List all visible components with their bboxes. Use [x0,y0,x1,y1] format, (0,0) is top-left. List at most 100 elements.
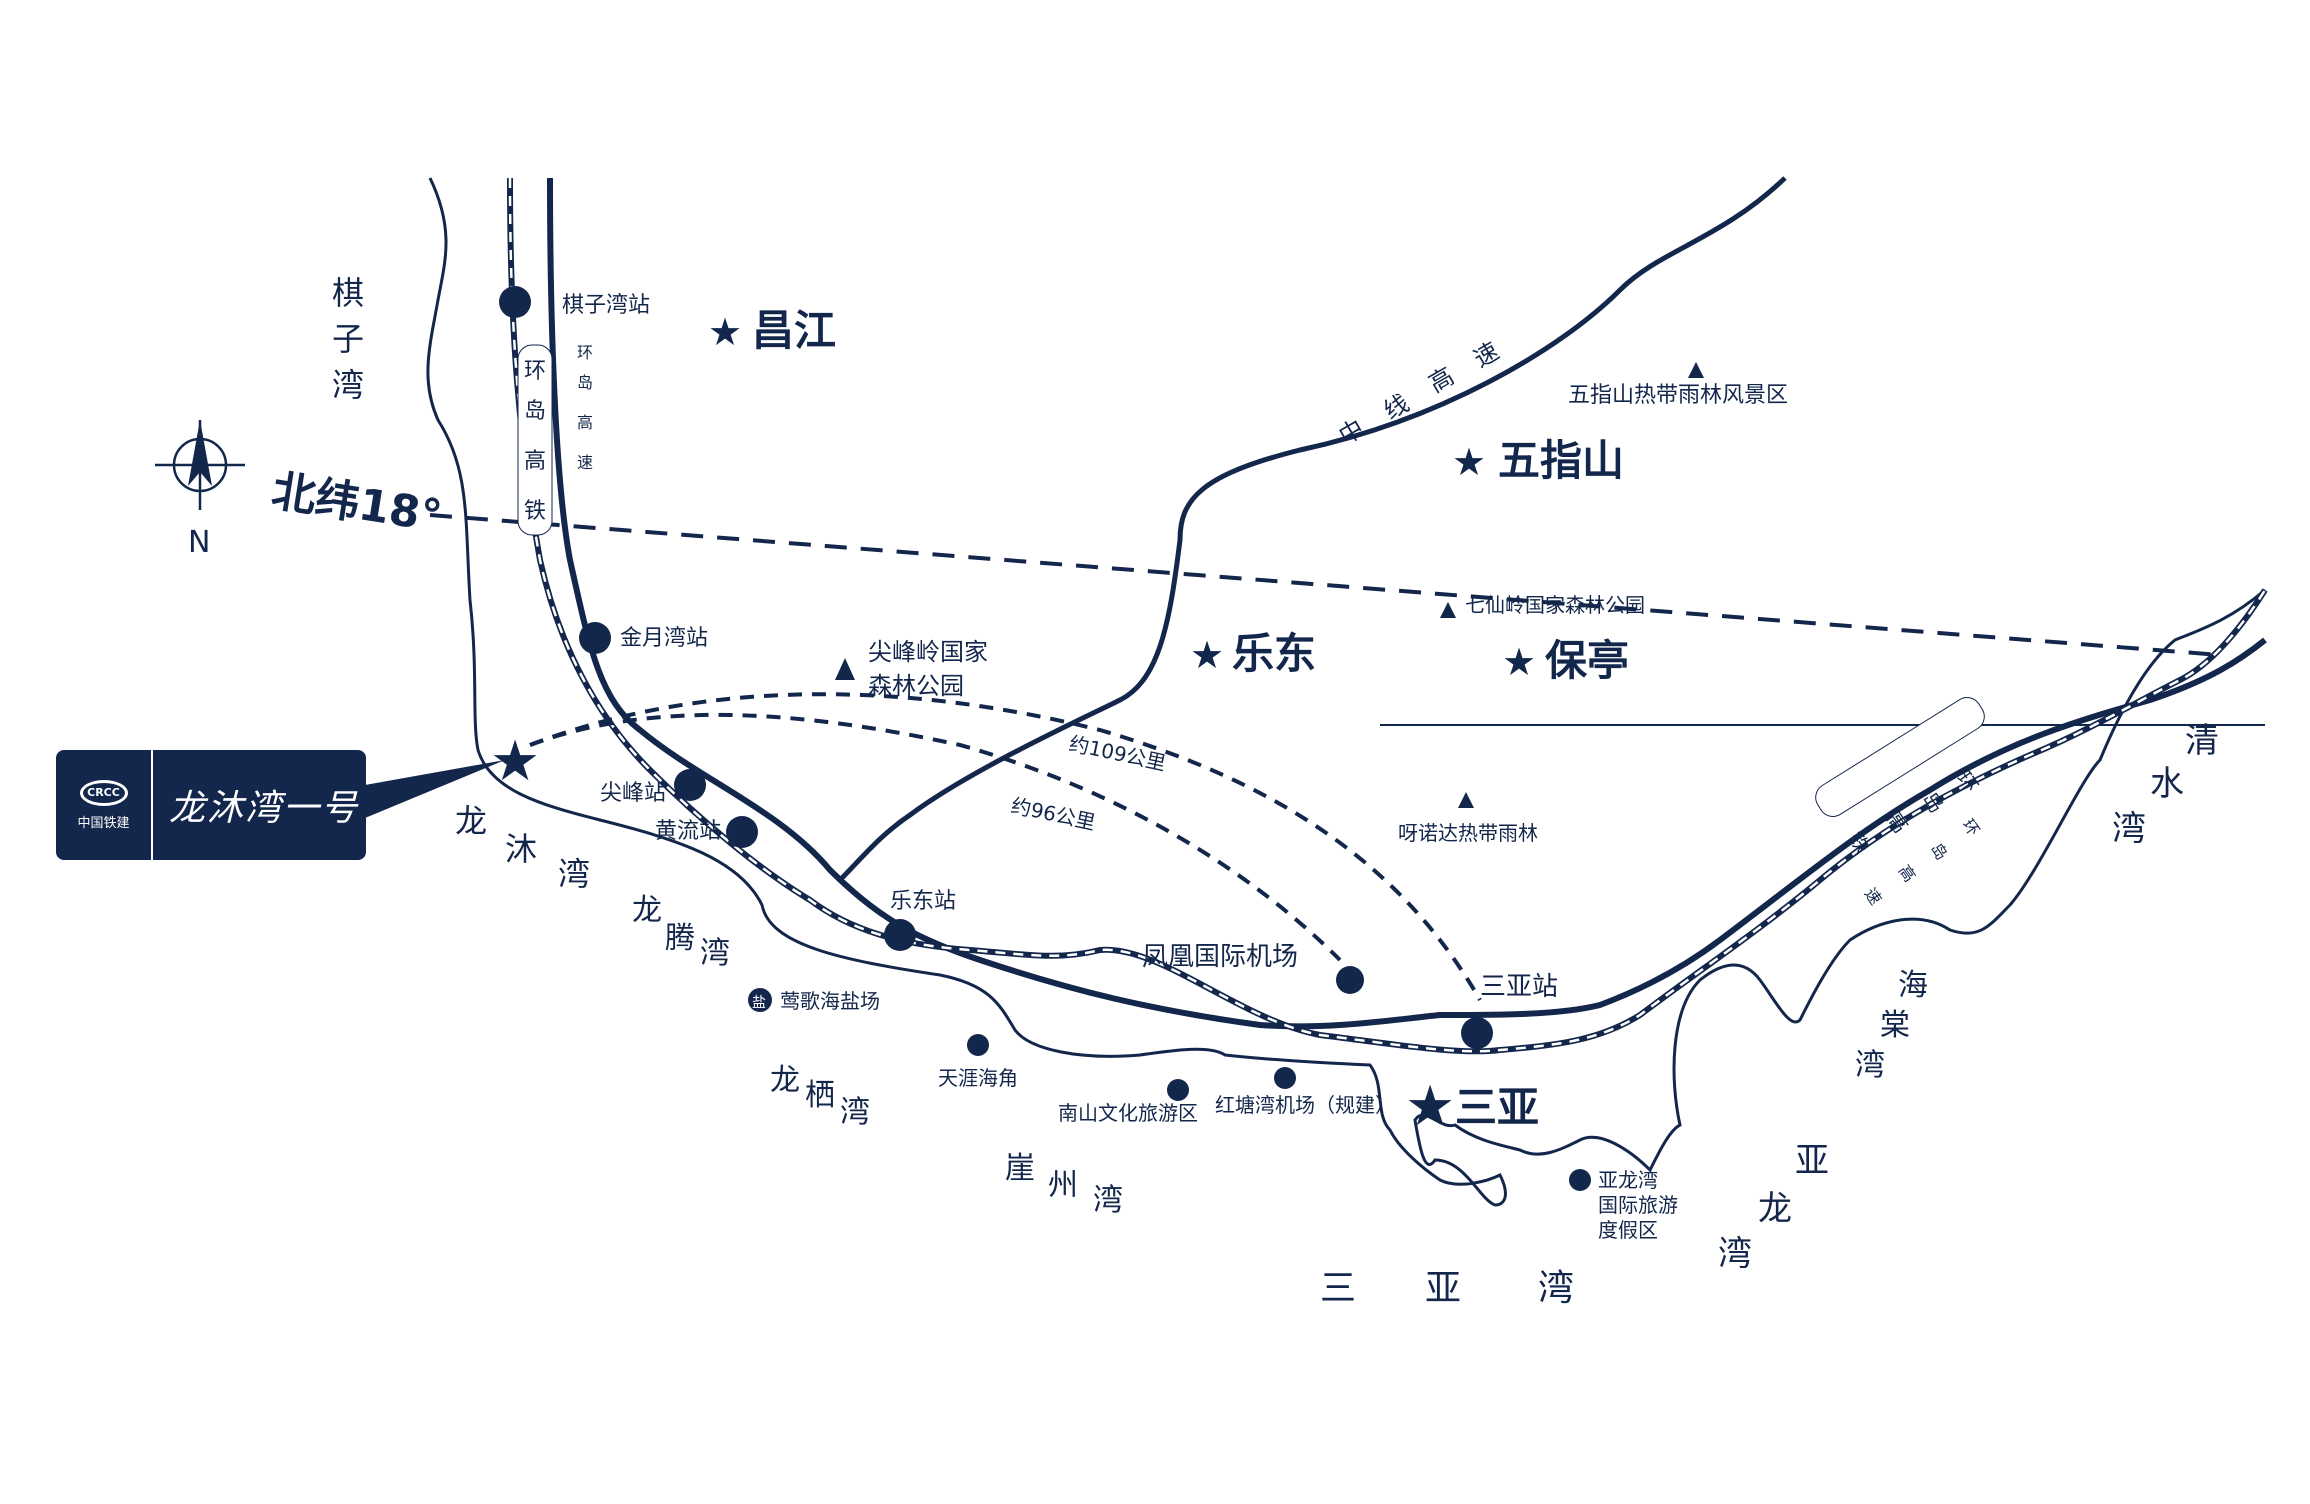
route-char: 环 [577,343,593,362]
route-char: 环 [1959,815,1984,839]
ring-hsr-track [507,177,2268,1055]
route-char: 高 [1424,362,1459,398]
scenic-tianya: 天涯海角 [938,1066,1018,1090]
bay-yazhouwan: 崖 [1005,1151,1035,1186]
route-expressway-east-label: 环 岛 高 速 [1861,815,1984,908]
scenic-yalong-1: 亚龙湾 [1598,1168,1658,1192]
latitude-label: 北纬18° [268,465,445,542]
star-icon: ★ [708,310,742,354]
distance-arc-airport [529,712,1342,962]
developer-logo: CRCC 中国铁建 [56,750,153,860]
station-markers: 棋子湾站 金月湾站 尖峰站 黄流站 乐东站 三亚站 [499,286,1558,1049]
route-char: 中 [1334,414,1369,450]
route-char: 铁 [1844,827,1875,857]
city-markers: 昌江 五指山 乐东 保亭 三亚 [752,306,1629,1132]
scenic-yanoda: 呀诺达热带雨林 [1398,821,1538,845]
bay-haitangwan: 海 [1898,968,1928,1003]
bay-yalongwan: 龙 [1758,1189,1792,1229]
train-icon [884,919,916,951]
compass-label: N [188,525,210,560]
station-huangliu: 黄流站 [655,819,721,844]
scenic-yalong-3: 度假区 [1598,1218,1658,1242]
route-char: 岛 [1927,839,1952,863]
bay-qingshuiwan: 清 [2185,721,2219,761]
bay-longmuwan: 沐 [505,830,537,868]
bay-sanyawan: 湾 [1538,1268,1574,1309]
mountain-icon [1458,792,1474,808]
airplane-icon [1336,966,1364,994]
bay-labels: 棋 子 湾 龙 沐 湾 龙 腾 湾 龙 栖 湾 崖 州 湾 三 亚 湾 亚 龙 … [332,274,2219,1309]
bay-yalongwan: 湾 [1718,1234,1752,1274]
distance-to-sanya: 约109公里 [1067,731,1168,775]
station-ledong: 乐东站 [890,889,956,914]
bay-longmuwan: 龙 [455,802,487,840]
bay-longtengwan: 龙 [632,893,662,928]
bay-longqiwan: 栖 [805,1078,835,1113]
route-char: 岛 [577,373,593,392]
route-central-label: 中 线 高 速 [1334,337,1504,450]
route-char: 速 [1861,884,1886,908]
project-name: 龙沐湾一号 [169,788,360,829]
bay-qingshuiwan: 湾 [2112,809,2146,849]
route-char: 高 [524,449,546,474]
bay-yazhouwan: 州 [1048,1168,1078,1203]
bay-longmuwan: 湾 [558,855,590,893]
route-char: 高 [577,413,593,432]
project-pointer [365,760,505,818]
scenic-markers: 盐 五指山热带雨林风景区 七仙岭国家森林公园 尖峰岭国家 森林公园 呀诺达热带雨… [748,362,1788,1242]
star-icon: ★ [1190,633,1224,677]
city-baoting: 保亭 [1545,636,1629,685]
airplane-icon [1274,1067,1296,1089]
bay-haitangwan: 棠 [1880,1008,1910,1043]
scenic-wuzhishan-rainforest: 五指山热带雨林风景区 [1568,383,1788,408]
star-icons: ★ ★ ★ ★ ★ ★ [490,310,1536,1139]
train-icon [579,622,611,654]
city-changjiang: 昌江 [752,306,836,355]
scenic-qixianling: 七仙岭国家森林公园 [1465,593,1645,617]
bay-qiziwan: 子 [332,320,364,358]
star-icon: ★ [1405,1074,1455,1139]
route-hsr-east-label: 环 岛 高 铁 [1815,697,1985,857]
star-icon: ★ [1502,640,1536,684]
city-ledong: 乐东 [1232,629,1316,678]
station-jinyuewan: 金月湾站 [620,626,708,651]
city-wuzhishan: 五指山 [1498,436,1624,485]
bay-qingshuiwan: 水 [2150,764,2184,804]
distance-to-airport: 约96公里 [1009,793,1098,834]
station-sanya: 三亚站 [1480,972,1558,1002]
scenic-yalong-2: 国际旅游 [1598,1193,1678,1217]
developer-name: 中国铁建 [77,815,130,831]
crcc-logo-icon: CRCC [79,779,128,806]
route-hsr-west-label: 环 岛 高 铁 [517,344,553,536]
bay-longtengwan: 腾 [665,921,695,956]
palm-tree-icon [1167,1079,1189,1101]
bay-haitangwan: 湾 [1855,1048,1885,1083]
palm-tree-icon [967,1034,989,1056]
scenic-nanshan: 南山文化旅游区 [1058,1101,1198,1125]
route-char: 环 [524,359,546,384]
train-icon [726,816,758,848]
scenic-yinggehai: 莺歌海盐场 [780,989,880,1013]
bay-sanyawan: 亚 [1425,1268,1461,1309]
palm-tree-icon [1569,1169,1591,1191]
bay-longtengwan: 湾 [700,936,730,971]
route-char: 高 [1895,861,1920,885]
bay-yazhouwan: 湾 [1093,1183,1123,1218]
distance-arc-sanya [529,692,1482,1001]
train-icon [674,769,706,801]
bay-sanyawan: 三 [1320,1268,1356,1309]
bay-longqiwan: 龙 [770,1063,800,1098]
bay-yalongwan: 亚 [1795,1141,1829,1181]
bay-qiziwan: 湾 [332,366,364,404]
bay-qiziwan: 棋 [332,274,364,312]
train-icon [1461,1017,1493,1049]
city-sanya: 三亚 [1455,1083,1539,1132]
route-char: 速 [577,453,593,472]
train-icon [499,286,531,318]
scenic-jianfengling-1: 尖峰岭国家 [868,638,988,666]
star-icon: ★ [1452,440,1486,484]
central-expressway [838,176,1787,882]
salt-icon-char: 盐 [752,995,766,1011]
